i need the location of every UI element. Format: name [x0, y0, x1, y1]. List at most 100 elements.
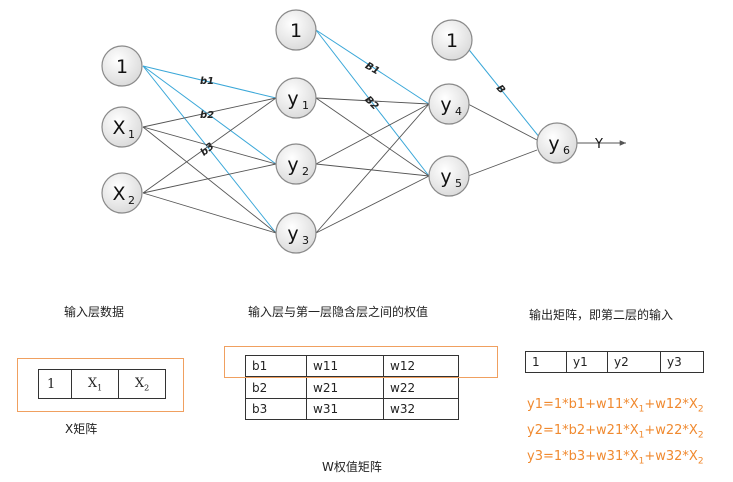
caption-input-data: 输入层数据 — [64, 305, 125, 319]
node-subscript: 1 — [302, 99, 309, 112]
node-label: y — [287, 88, 298, 110]
node-circle — [536, 122, 578, 164]
x-matrix: 1 X1 X2 — [38, 369, 166, 399]
y-matrix-cell: y1 — [566, 351, 608, 373]
edge-y5-y6 — [467, 149, 538, 177]
edge-y2-y4 — [315, 103, 430, 165]
node-label: y — [440, 166, 451, 188]
edge-x1-y3 — [142, 126, 277, 234]
caption-w-matrix: W权值矩阵 — [322, 460, 382, 474]
node-label: X — [112, 183, 125, 205]
node-label: y — [548, 133, 559, 155]
output-label: Y — [594, 137, 603, 152]
node-h2b: 1 — [431, 19, 473, 61]
node-label: X — [112, 117, 125, 139]
w-matrix-cell: w31 — [306, 398, 384, 420]
edge-x1-y1 — [142, 97, 277, 128]
table-row: 1 y1 y2 y3 — [525, 351, 704, 373]
edge-y1-y4 — [315, 97, 430, 105]
y-matrix-cell: y2 — [607, 351, 661, 373]
node-subscript: 6 — [563, 144, 570, 157]
node-circle — [428, 155, 470, 197]
w-matrix-cell: w22 — [383, 376, 459, 399]
table-row: b1 w11 w12 — [245, 355, 459, 378]
node-h1b: 1 — [275, 9, 317, 51]
edge-bias-y1 — [142, 65, 277, 99]
node-circle — [275, 77, 317, 119]
node-label: y — [287, 223, 298, 245]
w-matrix-cell: b3 — [245, 398, 307, 420]
x-matrix-highlight-box — [17, 358, 184, 412]
caption-weights: 输入层与第一层隐含层之间的权值 — [248, 305, 429, 319]
node-in1: 1 — [101, 45, 143, 87]
edge-bias-y3 — [142, 65, 277, 234]
edge-x2-y1 — [142, 97, 277, 194]
node-label: y — [440, 94, 451, 116]
x-matrix-cell: X2 — [118, 369, 166, 399]
caption-x-matrix: X矩阵 — [65, 422, 98, 436]
edge-bias-y2 — [142, 65, 277, 165]
node-circle — [101, 172, 143, 214]
edges-input-hidden1 — [142, 65, 277, 234]
equation-y3: y3=1*b3+w31*X1+w32*X2 — [527, 449, 704, 467]
y-matrix-cell: 1 — [525, 351, 567, 373]
edges-hidden1-hidden2 — [315, 29, 430, 234]
node-label: 1 — [116, 56, 128, 78]
node-circle — [428, 83, 470, 125]
node-label: 1 — [290, 20, 302, 42]
edge-bias-y6 — [465, 45, 541, 139]
node-circle — [275, 212, 317, 254]
w-matrix-cell: w12 — [383, 355, 459, 378]
edge-y2-y5 — [315, 163, 430, 177]
node-subscript: 2 — [128, 194, 135, 207]
x-matrix-cell: X1 — [71, 369, 119, 399]
node-label: y — [287, 154, 298, 176]
node-subscript: 4 — [455, 105, 462, 118]
edge-bias-y4 — [315, 29, 430, 105]
y-matrix-cell: y3 — [660, 351, 704, 373]
w-matrix-cell: w32 — [383, 398, 459, 420]
weight-label-b1: b1 — [200, 76, 214, 87]
node-subscript: 1 — [128, 128, 135, 141]
table-row: b3 w31 w32 — [245, 398, 459, 420]
node-subscript: 5 — [455, 177, 462, 190]
edge-y4-y6 — [467, 103, 538, 141]
w-matrix-cell: b2 — [245, 376, 307, 399]
caption-output-matrix: 输出矩阵，即第二层的输入 — [529, 308, 674, 322]
node-circle — [275, 9, 317, 51]
weight-label-b2: b2 — [200, 110, 214, 121]
edge-y1-y5 — [315, 97, 430, 177]
equation-y2: y2=1*b2+w21*X1+w22*X2 — [527, 423, 704, 441]
w-matrix-cell: b1 — [245, 355, 307, 378]
edges-hidden2-output — [465, 45, 541, 177]
edge-x2-y3 — [142, 192, 277, 234]
node-circle — [275, 143, 317, 185]
node-circle — [101, 45, 143, 87]
w-matrix-highlight-box — [224, 346, 498, 378]
node-label: 1 — [446, 30, 458, 52]
node-circle — [101, 106, 143, 148]
node-subscript: 2 — [302, 165, 309, 178]
node-circle — [431, 19, 473, 61]
edge-y3-y5 — [315, 175, 430, 234]
edge-bias-y5 — [315, 29, 430, 177]
node-subscript: 3 — [302, 234, 309, 247]
w-matrix-cell: w11 — [306, 355, 384, 378]
equation-y1: y1=1*b1+w11*X1+w12*X2 — [527, 397, 704, 415]
x-matrix-cell: 1 — [38, 369, 72, 399]
edge-y3-y4 — [315, 103, 430, 234]
table-row: b2 w21 w22 — [245, 376, 459, 399]
w-matrix-cell: w21 — [306, 376, 384, 399]
w-matrix: b1 w11 w12 b2 w21 w22 b3 w31 w32 — [245, 355, 459, 420]
y-matrix: 1 y1 y2 y3 — [525, 351, 704, 373]
